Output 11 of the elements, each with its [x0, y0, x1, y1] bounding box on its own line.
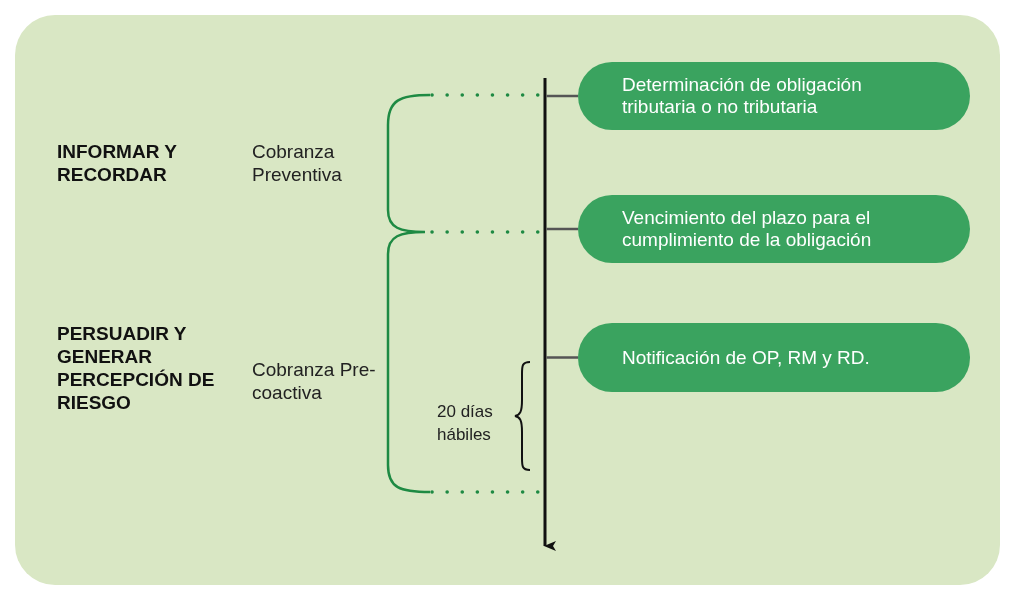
- connector-line: [546, 94, 578, 98]
- event-text: Notificación de OP, RM y RD.: [622, 346, 870, 369]
- event-text: Determinación de obligación tributaria o no tributaria: [622, 74, 863, 118]
- phase-label: Cobranza Pre-coactiva: [252, 358, 377, 404]
- phase-heading: INFORMAR Y RECORDAR: [57, 140, 178, 186]
- connector-line: [546, 356, 578, 359]
- connector-line: [546, 227, 578, 231]
- phase-label: Cobranza Preventiva: [252, 140, 343, 186]
- duration-label: 20 días hábiles: [437, 401, 494, 446]
- phase-heading: PERSUADIR Y GENERAR PERCEPCIÓN DE RIESGO: [57, 322, 216, 414]
- event-text: Vencimiento del plazo para el cumplimiento de la obligación: [622, 207, 873, 251]
